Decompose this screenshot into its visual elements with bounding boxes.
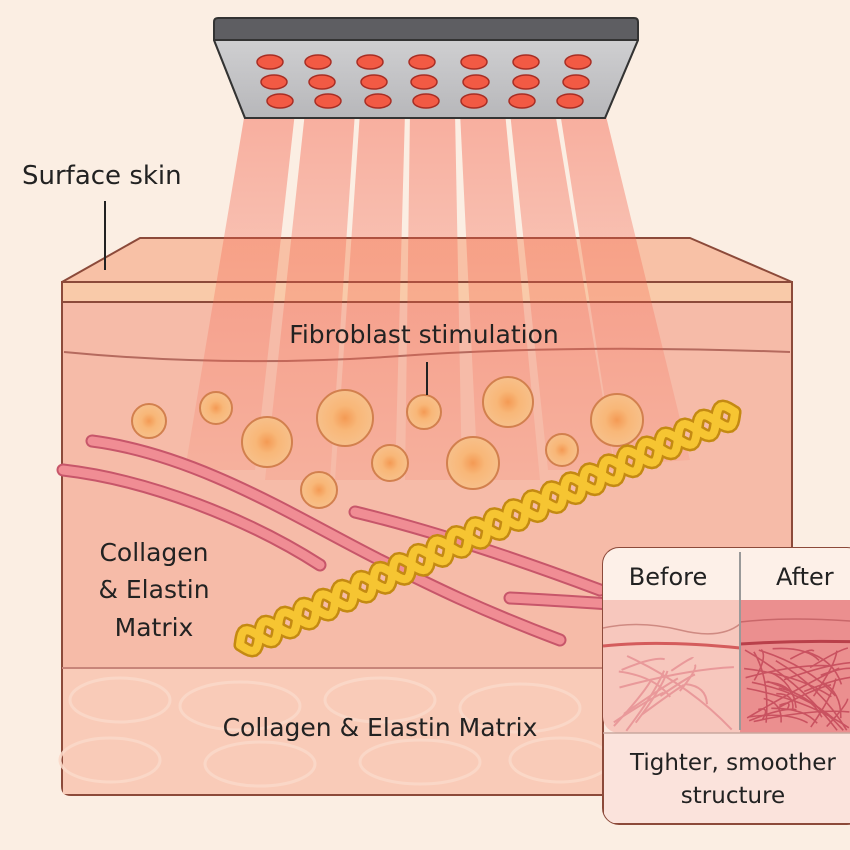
led-light — [410, 74, 438, 90]
before-skin-sample — [603, 600, 740, 733]
fibroblast-cell — [371, 444, 409, 482]
red-light-panel-icon — [213, 17, 639, 119]
fibroblast-cell — [406, 394, 442, 430]
led-light — [266, 93, 294, 109]
inset-caption-line1: Tighter, smoother — [629, 750, 836, 776]
led-light — [460, 54, 488, 70]
matrix-label-line3: Matrix — [115, 613, 194, 642]
led-light — [412, 93, 440, 109]
collagen-helix — [233, 399, 742, 658]
led-light — [308, 74, 336, 90]
fibroblast-label: Fibroblast stimulation — [289, 320, 558, 349]
fibroblast-cell — [300, 471, 338, 509]
led-light — [360, 74, 388, 90]
led-light — [508, 93, 536, 109]
led-light — [512, 54, 540, 70]
fibroblast-cell — [545, 433, 579, 467]
fibroblast-cell — [446, 436, 500, 490]
labels: Surface skin Fibroblast stimulation Coll… — [22, 161, 559, 742]
surface-skin-label: Surface skin — [22, 161, 182, 191]
fibroblast-cell — [199, 391, 233, 425]
led-light — [304, 54, 332, 70]
matrix-label-line1: Collagen — [99, 538, 208, 567]
led-light — [460, 93, 488, 109]
after-label: After — [776, 563, 834, 591]
led-light — [556, 93, 584, 109]
led-light — [356, 54, 384, 70]
led-light — [364, 93, 392, 109]
led-light — [562, 74, 590, 90]
led-light — [260, 74, 288, 90]
led-light — [512, 74, 540, 90]
matrix-label-line2: & Elastin — [98, 575, 209, 604]
led-light — [462, 74, 490, 90]
led-light — [256, 54, 284, 70]
subcutaneous-texture — [58, 676, 612, 788]
before-after-inset: Before After Tighter, smoother structure — [602, 547, 850, 825]
inset-caption-line2: structure — [681, 783, 785, 809]
led-light — [408, 54, 436, 70]
before-label: Before — [629, 563, 707, 591]
fibroblast-cells — [131, 376, 644, 509]
fibroblast-cell — [241, 416, 293, 468]
fibroblast-cell — [316, 389, 374, 447]
fibroblast-cell — [482, 376, 534, 428]
fibroblast-cell — [131, 403, 167, 439]
bottom-layer-label: Collagen & Elastin Matrix — [223, 713, 538, 742]
fibroblast-cell — [590, 393, 644, 447]
led-light — [314, 93, 342, 109]
led-light — [564, 54, 592, 70]
